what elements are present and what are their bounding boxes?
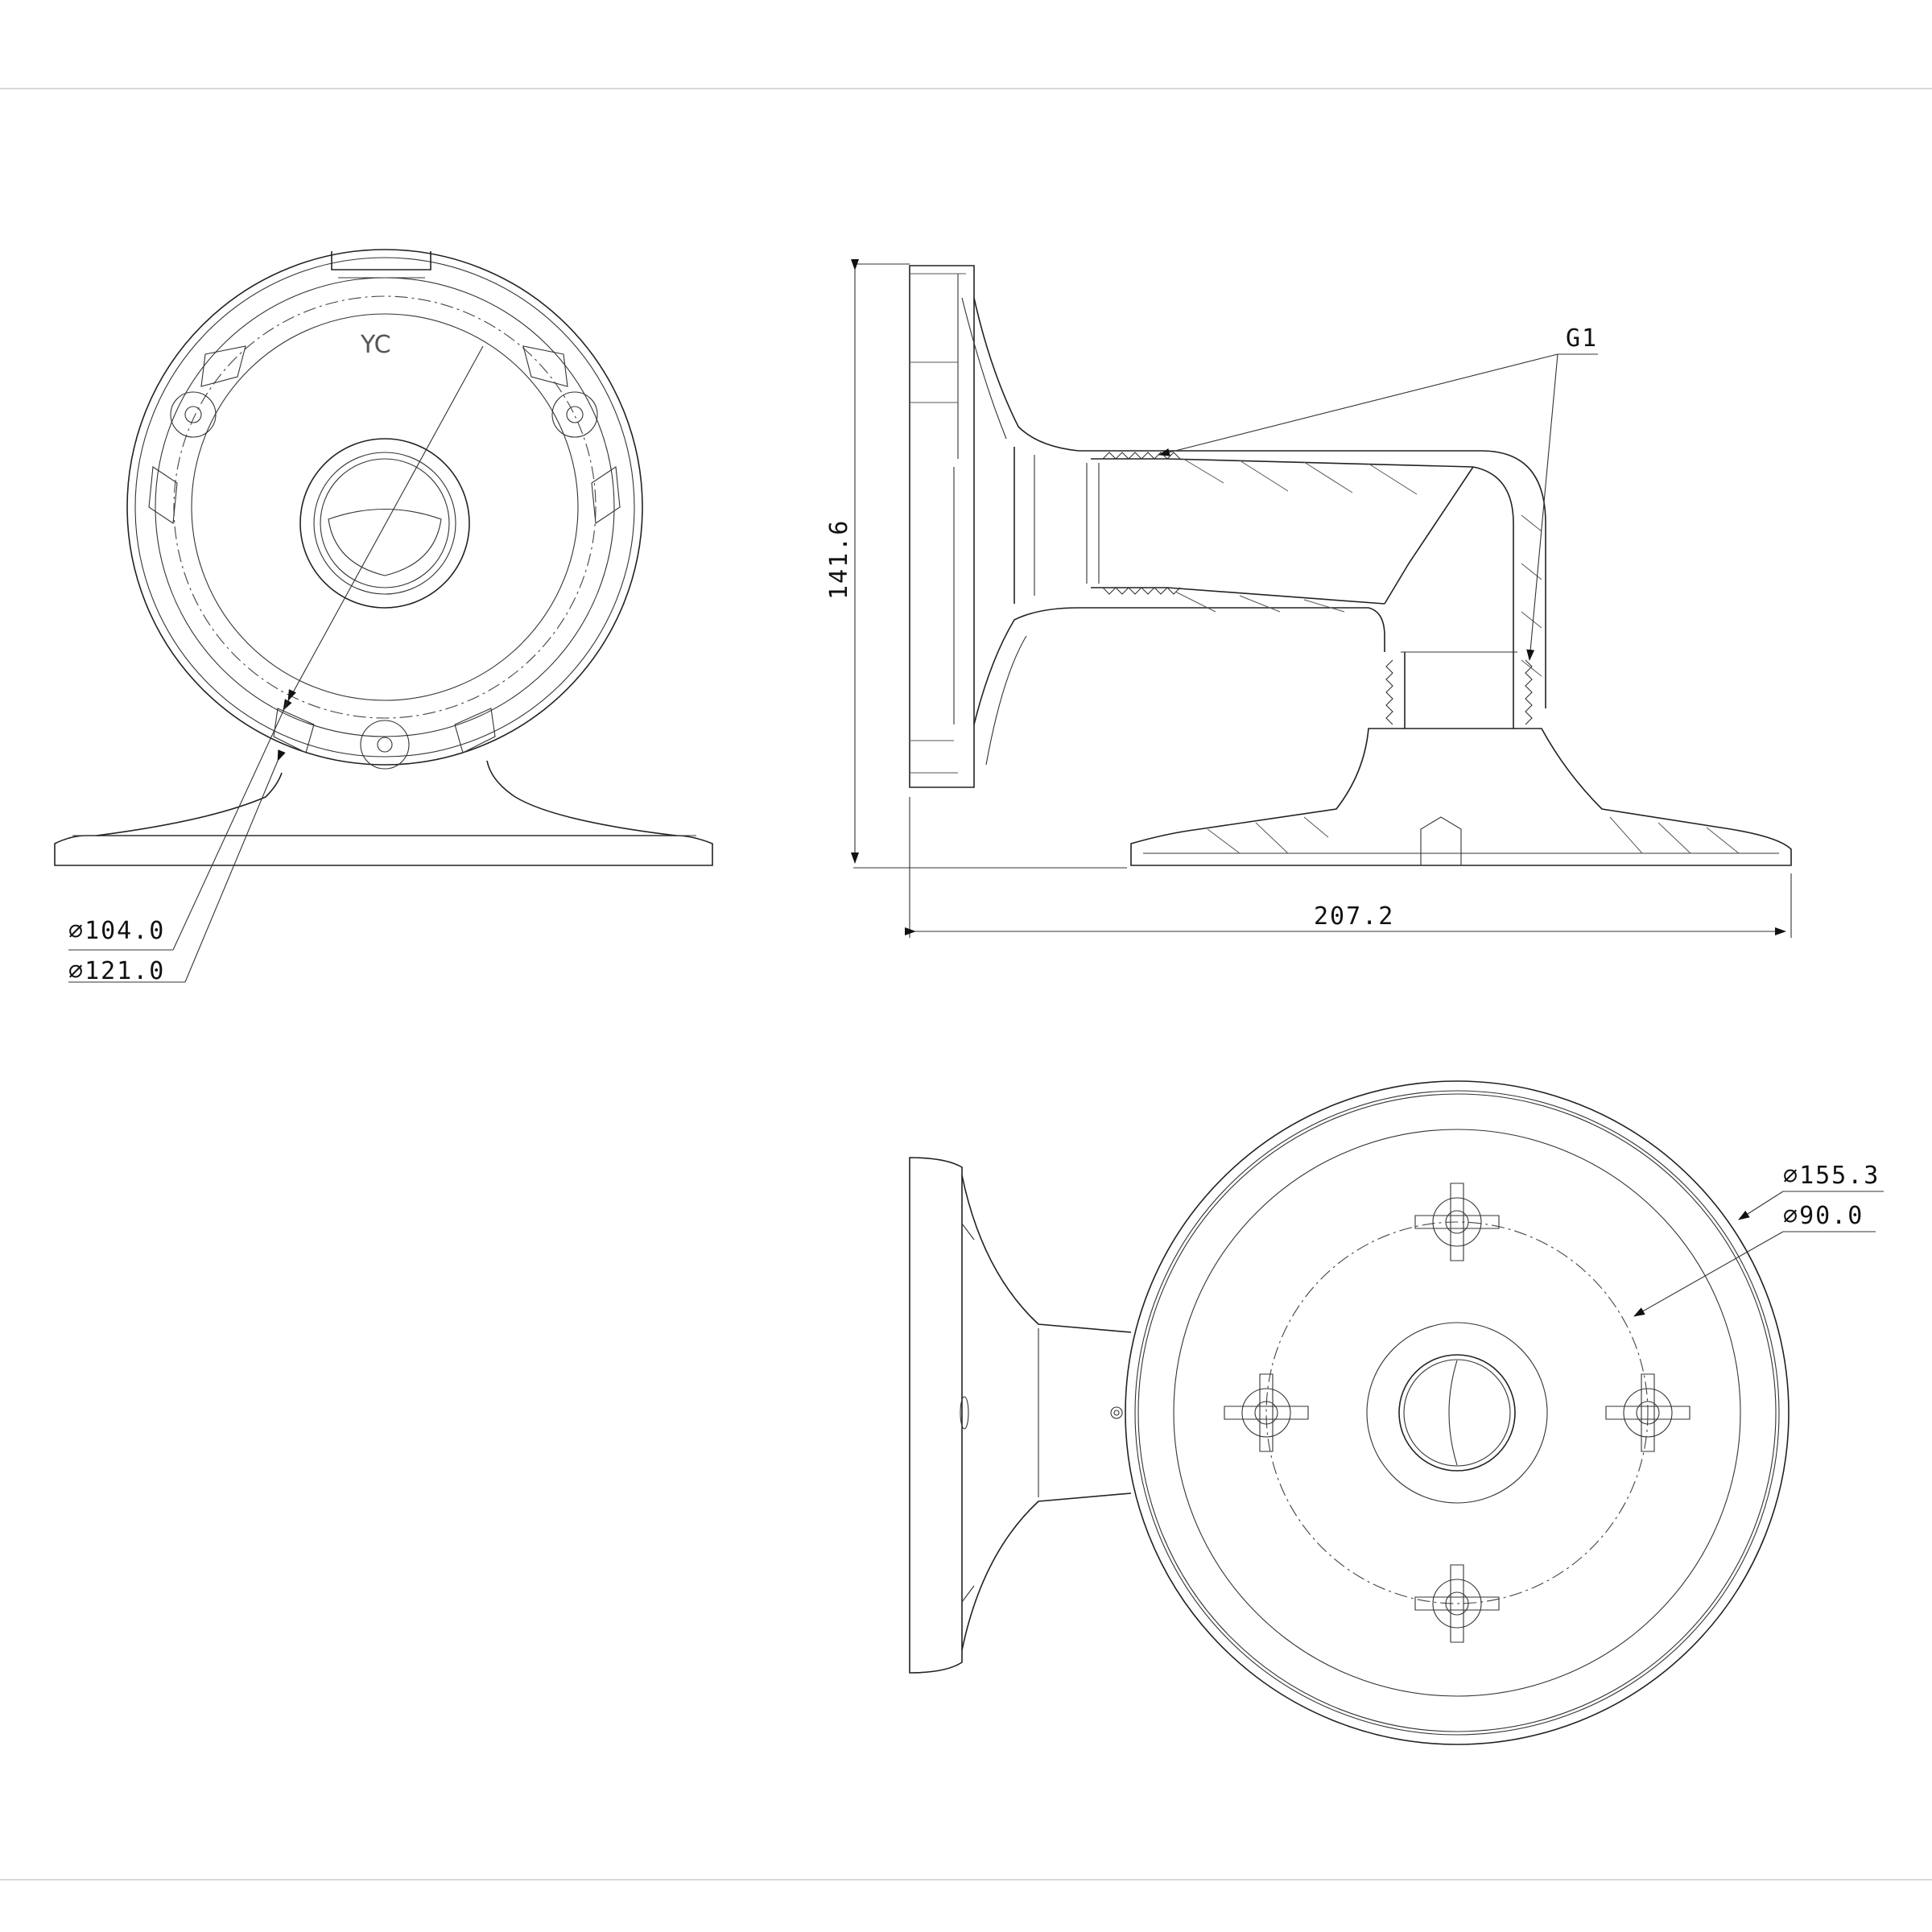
dim-diameter-121: 121.0: [85, 957, 165, 985]
dim-diameter-155: 155.3: [1799, 1162, 1880, 1190]
front-view: YC: [54, 249, 713, 983]
front-view-marking: YC: [360, 331, 391, 359]
section-view: G1 141.6 207.2: [825, 259, 1792, 938]
diameter-symbol: ∅: [1783, 1162, 1799, 1190]
front-view-diameter-labels: ∅104.0 ∅121.0: [68, 917, 165, 985]
svg-text:∅155.3: ∅155.3: [1783, 1162, 1880, 1190]
dim-diameter-90: 90.0: [1799, 1202, 1864, 1230]
diameter-symbol: ∅: [68, 957, 85, 985]
diameter-symbol: ∅: [1783, 1202, 1799, 1230]
diameter-symbol: ∅: [68, 917, 85, 945]
svg-text:∅90.0: ∅90.0: [1783, 1202, 1864, 1230]
svg-text:∅121.0: ∅121.0: [68, 957, 165, 985]
dim-diameter-104: 104.0: [85, 917, 165, 945]
top-view: ∅155.3 ∅90.0: [909, 1080, 1884, 1745]
dim-width: 207.2: [1314, 902, 1394, 931]
dim-height: 141.6: [825, 519, 853, 600]
thread-label: G1: [1566, 324, 1598, 353]
svg-text:∅104.0: ∅104.0: [68, 917, 165, 945]
